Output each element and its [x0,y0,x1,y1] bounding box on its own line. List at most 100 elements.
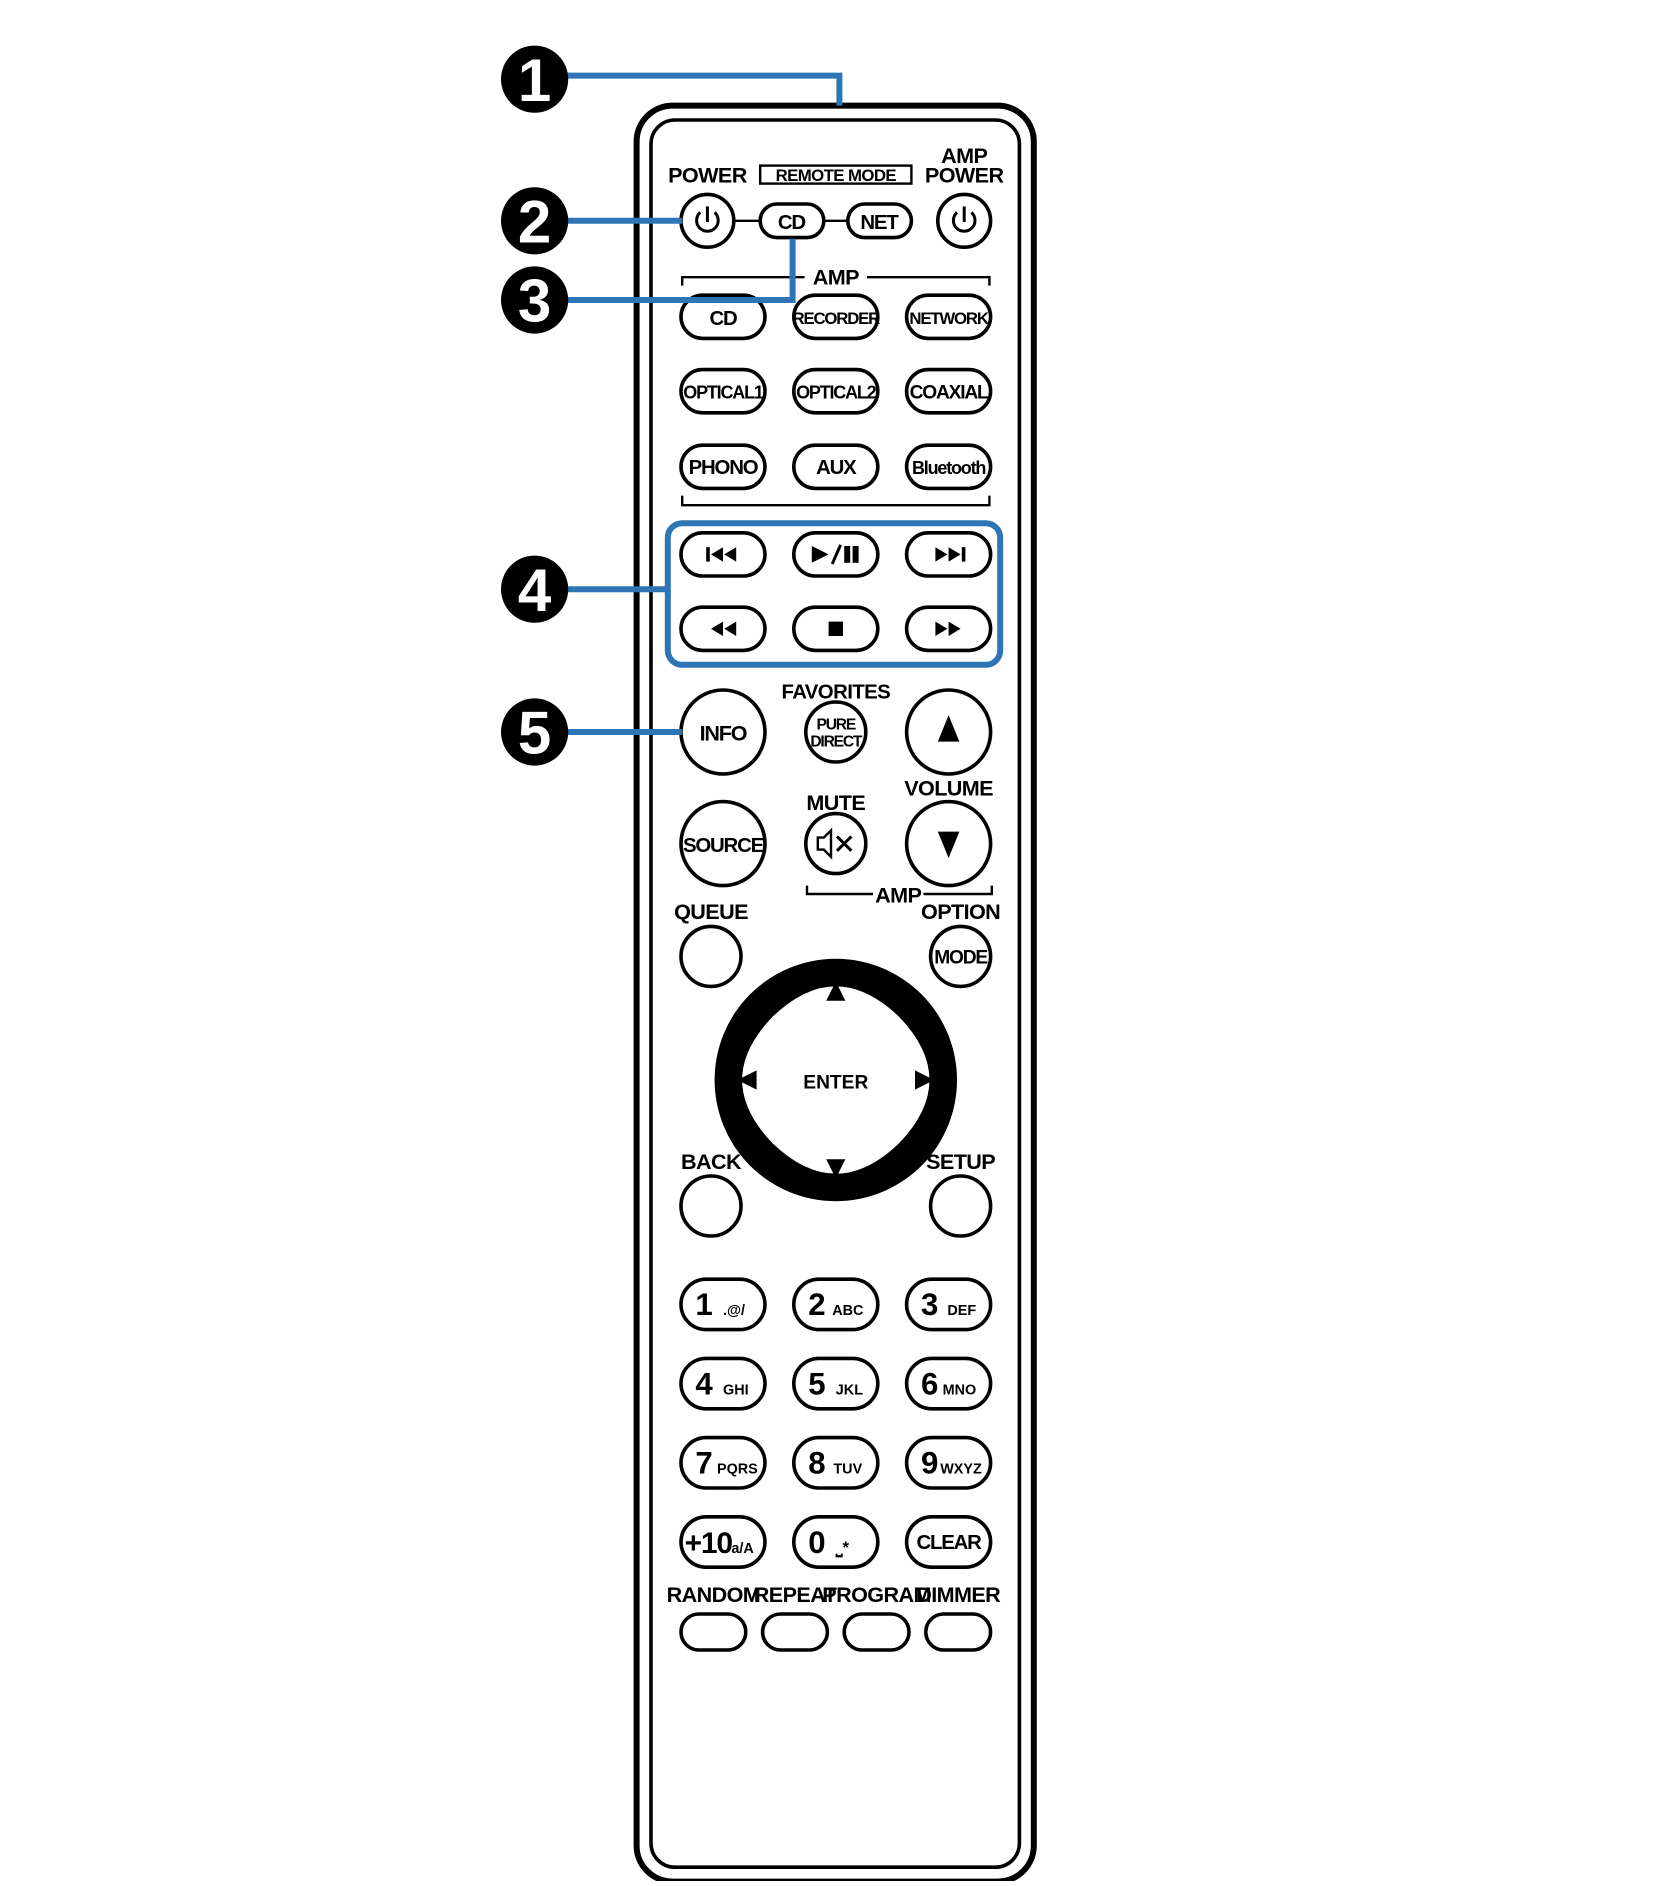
svg-text:NETWORK: NETWORK [909,309,988,328]
playback-group-highlight [664,520,1004,668]
remote-mode-net-button[interactable]: NET [846,202,914,240]
amp-group-label-top: AMP [813,264,859,289]
svg-text:COAXIAL: COAXIAL [910,382,989,403]
numpad-0-button[interactable]: 0 ⎵* [792,1515,880,1570]
dimmer-button[interactable] [924,1612,993,1652]
rewind-button[interactable] [679,605,767,653]
numpad-8-button[interactable]: 8 TUV [792,1435,880,1490]
stop-icon [828,621,844,636]
setup-button[interactable] [928,1174,993,1238]
numpad-3-button[interactable]: 3 DEF [904,1277,993,1332]
amp-power-button[interactable] [936,192,993,250]
navigation-pad: ENTER [714,958,958,1202]
svg-text:3: 3 [921,1287,938,1322]
play-pause-button[interactable] [792,531,880,578]
source-optical1-button[interactable]: OPTICAL1 [679,367,767,415]
mute-button[interactable] [804,811,868,876]
source-coaxial-button[interactable]: COAXIAL [904,367,993,415]
svg-text:MODE: MODE [934,948,988,969]
svg-text:OPTICAL1: OPTICAL1 [683,382,764,402]
source-button[interactable]: SOURCE [679,799,767,888]
svg-text:GHI: GHI [723,1382,749,1398]
callout-2-badge: 2 [501,187,569,255]
random-label: RANDOM [667,1582,761,1607]
callout-1-badge: 1 [501,45,569,114]
svg-text:CD: CD [709,308,737,330]
skip-forward-icon [935,547,966,562]
svg-text:INFO: INFO [700,720,747,745]
amp-power-label-1: AMP [941,143,987,168]
numpad-5-button[interactable]: 5 JKL [792,1356,880,1411]
remote-inner-body [649,118,1022,1870]
skip-back-button[interactable] [679,531,767,578]
svg-text:RECORDER: RECORDER [793,309,881,328]
svg-text:DEF: DEF [947,1303,976,1319]
back-button[interactable] [679,1174,743,1238]
mode-button[interactable]: MODE [928,924,993,989]
skip-back-icon [706,547,737,562]
pure-direct-button[interactable]: PURE DIRECT [804,700,868,764]
callout-1-line [564,72,843,106]
svg-text:PQRS: PQRS [717,1462,758,1478]
arrow-up-icon [937,715,960,742]
program-label: PROGRAM [822,1582,931,1607]
source-cd-button[interactable]: CD [679,293,767,341]
fast-forward-icon [935,621,961,636]
numpad-7-button[interactable]: 7 PQRS [679,1435,767,1490]
svg-text:JKL: JKL [836,1382,863,1398]
svg-text:4: 4 [695,1366,713,1401]
play-pause-icon [811,544,859,565]
amp-group-label-bottom: AMP [875,882,921,907]
callout-3-badge: 3 [501,266,569,335]
source-recorder-button[interactable]: RECORDER [792,293,881,341]
svg-text:TUV: TUV [833,1462,862,1478]
back-label: BACK [681,1149,742,1174]
program-button[interactable] [842,1612,911,1652]
svg-text:MNO: MNO [943,1382,977,1398]
nav-down-arrow-icon [826,1159,846,1179]
clear-button[interactable]: CLEAR [904,1515,993,1570]
option-label: OPTION [921,899,1000,924]
svg-text:1: 1 [695,1287,712,1322]
svg-text:CLEAR: CLEAR [916,1532,982,1554]
numpad-2-button[interactable]: 2 ABC [792,1277,880,1332]
svg-text:2: 2 [518,188,551,255]
random-button[interactable] [679,1612,748,1652]
svg-text:PURE: PURE [817,717,856,734]
svg-text:5: 5 [518,700,551,767]
svg-text:8: 8 [808,1446,825,1481]
source-aux-button[interactable]: AUX [792,443,880,491]
numpad-4-button[interactable]: 4 GHI [679,1356,767,1411]
svg-text:ABC: ABC [832,1303,863,1319]
source-bluetooth-button[interactable]: Bluetooth [904,443,993,491]
queue-button[interactable] [679,924,743,989]
mute-label: MUTE [806,790,865,815]
amp-power-label-2: POWER [925,162,1005,187]
numpad-plus10-button[interactable]: +10 a/A [679,1515,767,1570]
numpad-1-button[interactable]: 1 .@/ [679,1277,767,1332]
source-phono-button[interactable]: PHONO [679,443,767,491]
favorites-label: FAVORITES [781,681,890,703]
svg-text:AUX: AUX [816,457,857,479]
svg-text:1: 1 [518,47,551,114]
source-network-button[interactable]: NETWORK [904,293,993,341]
svg-text:a/A: a/A [731,1541,754,1557]
skip-forward-button[interactable] [904,531,993,578]
numpad-6-button[interactable]: 6 MNO [904,1356,993,1411]
numpad-9-button[interactable]: 9 WXYZ [904,1435,993,1490]
info-button[interactable]: INFO [679,688,767,776]
svg-text:⎵*: ⎵* [835,1538,850,1558]
remote-mode-cd-button[interactable]: CD [758,202,826,240]
fast-forward-button[interactable] [904,605,993,653]
power-button[interactable] [679,192,736,250]
enter-button[interactable]: ENTER [791,1036,881,1126]
volume-down-button[interactable] [904,799,993,888]
source-optical2-button[interactable]: OPTICAL2 [792,367,880,415]
nav-right-arrow-icon [915,1070,935,1090]
nav-up-arrow-icon [826,981,846,1001]
svg-text:4: 4 [518,557,552,624]
queue-label: QUEUE [674,899,748,924]
repeat-button[interactable] [760,1612,830,1652]
stop-button[interactable] [792,605,880,653]
volume-up-button[interactable] [904,688,993,776]
